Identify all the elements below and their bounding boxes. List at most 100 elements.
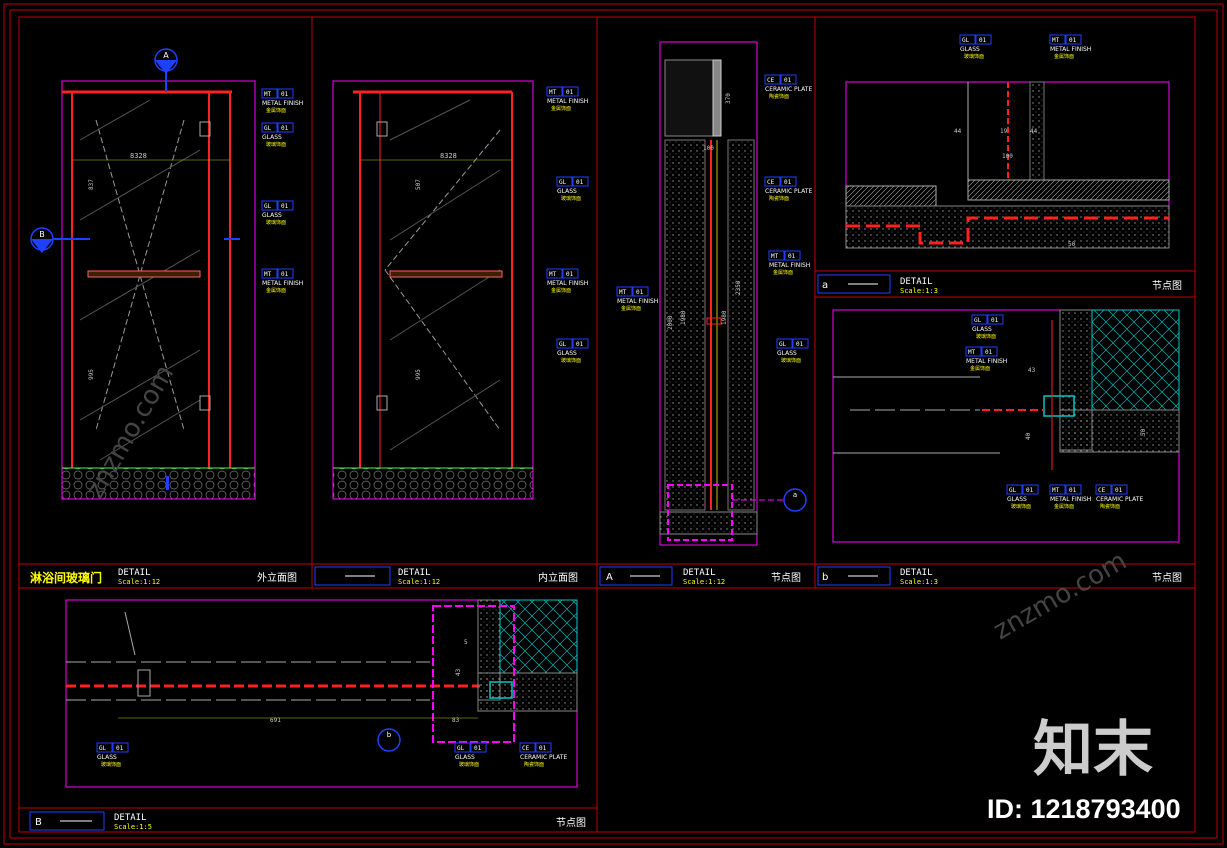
callout-box: [780, 74, 797, 85]
panel-tag: B: [35, 817, 42, 828]
callout-num: 01: [985, 349, 993, 356]
callout-code: GL: [457, 745, 465, 752]
title-bar-6: B DETAIL Scale:1:5 节点图: [29, 811, 586, 831]
exterior-elevation: 8328 837 995 A B: [30, 48, 256, 500]
callout-cn: 玻璃饰面: [781, 357, 801, 364]
detail-ref-b: b: [387, 731, 392, 739]
detail-big-b: b 691 83 43 5: [65, 599, 578, 788]
callout-en: GLASS: [557, 188, 577, 195]
panel-tag: a: [822, 280, 828, 291]
detail-ref-a: a: [793, 491, 797, 499]
callout-box: [454, 742, 471, 753]
callout-num: 01: [784, 77, 792, 84]
callout-en: METAL FINISH: [617, 298, 658, 305]
callout-cn: 金属饰面: [1054, 53, 1074, 60]
callout-box: [764, 74, 781, 85]
callout-num: 01: [576, 179, 584, 186]
callout-box: [519, 742, 536, 753]
callout-cn: 陶瓷饰面: [769, 195, 789, 202]
dim-370: 370: [725, 93, 732, 104]
callout-box: [556, 338, 573, 349]
dim-44: 44: [1030, 128, 1038, 135]
callout-code: CE: [522, 745, 530, 752]
callout-box: [632, 286, 649, 297]
callout-cn: 金属饰面: [266, 287, 286, 294]
callout-box: [1111, 484, 1128, 495]
detail-label: DETAIL: [683, 568, 716, 578]
view-title: 外立面图: [257, 571, 297, 584]
callout-en: GLASS: [557, 350, 577, 357]
callout-cn: 玻璃饰面: [976, 333, 996, 340]
dim-width: 8328: [440, 152, 457, 160]
callout-en: METAL FINISH: [547, 98, 588, 105]
view-title: 节点图: [771, 572, 801, 584]
callout-en: METAL FINISH: [769, 262, 810, 269]
callout-en: GLASS: [1007, 496, 1027, 503]
callout-num: 01: [281, 203, 289, 210]
title-bar-1: 淋浴间玻璃门 DETAIL Scale:1:12 外立面图: [30, 568, 297, 586]
title-bar-3: A DETAIL Scale:1:12 节点图: [599, 566, 801, 586]
callout-code: MT: [549, 271, 557, 278]
section-mark-a: A: [163, 51, 169, 60]
callout-box: [1065, 34, 1082, 45]
callout-en: CERAMIC PLATE: [520, 754, 567, 761]
callout-en: GLASS: [455, 754, 475, 761]
callout-num: 01: [281, 91, 289, 98]
watermark: 知末 ID: 1218793400 znzmo.com znzmo.com: [80, 360, 1181, 824]
callout-en: METAL FINISH: [966, 358, 1007, 365]
dim-2000: 2000: [667, 315, 674, 330]
callout-box: [1049, 34, 1066, 45]
callout-code: MT: [771, 253, 779, 260]
section-a: a 1980 2000 1980 2350 370 100: [659, 41, 807, 546]
callout-box: [959, 34, 976, 45]
callout-en: METAL FINISH: [547, 280, 588, 287]
callout-box: [470, 742, 487, 753]
callout-box: [1049, 484, 1066, 495]
callout-box: [784, 250, 801, 261]
title-bar-4: b DETAIL Scale:1:3 节点图: [817, 566, 1182, 586]
callout-box: [768, 250, 785, 261]
callout-cn: 玻璃饰面: [561, 357, 581, 364]
callout-num: 01: [116, 745, 124, 752]
callout-box: [792, 338, 809, 349]
dim-19: 19: [1000, 128, 1008, 135]
callout-num: 01: [474, 745, 482, 752]
callout-box: [971, 314, 988, 325]
drawing-title: 淋浴间玻璃门: [30, 570, 102, 585]
callout-cn: 金属饰面: [551, 105, 571, 112]
detail-label: DETAIL: [114, 813, 147, 823]
callout-code: MT: [619, 289, 627, 296]
callout-cn: 玻璃饰面: [101, 761, 121, 768]
callout-cn: 金属饰面: [773, 269, 793, 276]
callout-box: [1022, 484, 1039, 495]
callout-box: [981, 346, 998, 357]
callout-box: [780, 176, 797, 187]
section-mark-b: B: [39, 230, 45, 239]
callout-box: [562, 268, 579, 279]
callout-box: [261, 88, 278, 99]
callout-cn: 陶瓷饰面: [524, 761, 544, 768]
callout-code: CE: [767, 77, 775, 84]
dim-1980: 1980: [721, 310, 728, 325]
callout-code: CE: [1098, 487, 1106, 494]
callout-box: [975, 34, 992, 45]
dim-50: 50: [1140, 428, 1147, 436]
callout-box: [987, 314, 1004, 325]
dim-5: 5: [464, 639, 468, 646]
watermark-site: znzmo.com: [989, 546, 1132, 646]
callout-code: MT: [549, 89, 557, 96]
callout-box: [546, 268, 563, 279]
